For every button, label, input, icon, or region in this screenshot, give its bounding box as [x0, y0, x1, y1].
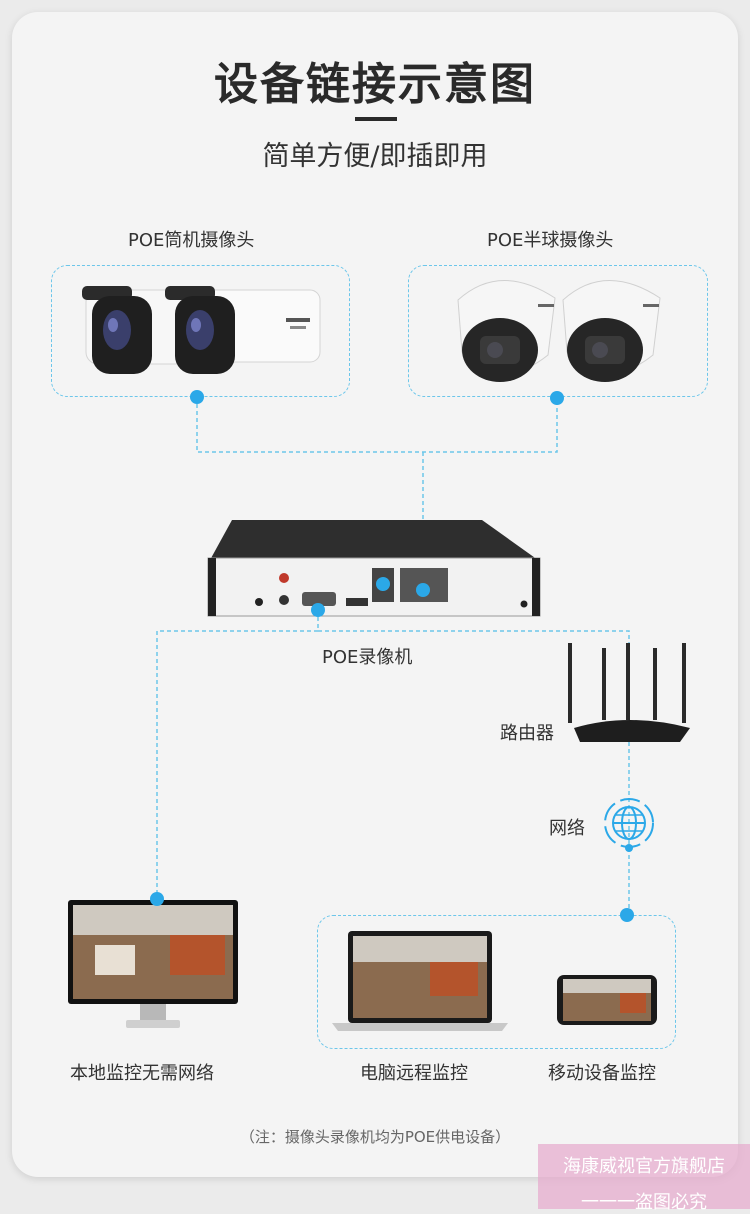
- watermark: 海康威视官方旗舰店 一一一盗图必究: [538, 1144, 750, 1213]
- nvr-label: POE录像机: [322, 647, 413, 668]
- nvr-to-router-line: [318, 630, 630, 645]
- title-divider: [355, 117, 397, 121]
- page-title: 设备链接示意图: [214, 59, 536, 110]
- dome-camera-label: POE半球摄像头: [487, 230, 614, 251]
- connection-dots: [150, 390, 634, 922]
- footer-note: （注：摄像头录像机均为POE供电设备）: [239, 1128, 511, 1146]
- nvr-icon: [207, 520, 541, 617]
- remote-clients-group: [317, 915, 676, 1049]
- laptop-icon: [332, 931, 508, 1031]
- dome-camera-icon: [457, 280, 661, 382]
- watermark-line1: 海康威视官方旗舰店: [563, 1156, 725, 1177]
- watermark-line2: 一一一盗图必究: [581, 1192, 707, 1213]
- router-label: 路由器: [500, 723, 554, 744]
- bullet-camera-label: POE筒机摄像头: [128, 230, 255, 251]
- globe-icon: [604, 798, 654, 848]
- camera-link-line: [196, 397, 558, 453]
- local-monitoring-label: 本地监控无需网络: [70, 1063, 214, 1084]
- bullet-camera-icon: [82, 286, 321, 374]
- phone-icon: [557, 975, 657, 1025]
- router-icon: [568, 643, 690, 742]
- nvr-to-monitor-line: [156, 610, 319, 897]
- page-subtitle: 简单方便/即插即用: [262, 141, 488, 172]
- mobile-monitoring-label: 移动设备监控: [548, 1063, 656, 1084]
- pc-monitoring-label: 电脑远程监控: [360, 1063, 468, 1084]
- internet-label: 网络: [549, 818, 585, 839]
- local-monitor-icon: [68, 900, 238, 1028]
